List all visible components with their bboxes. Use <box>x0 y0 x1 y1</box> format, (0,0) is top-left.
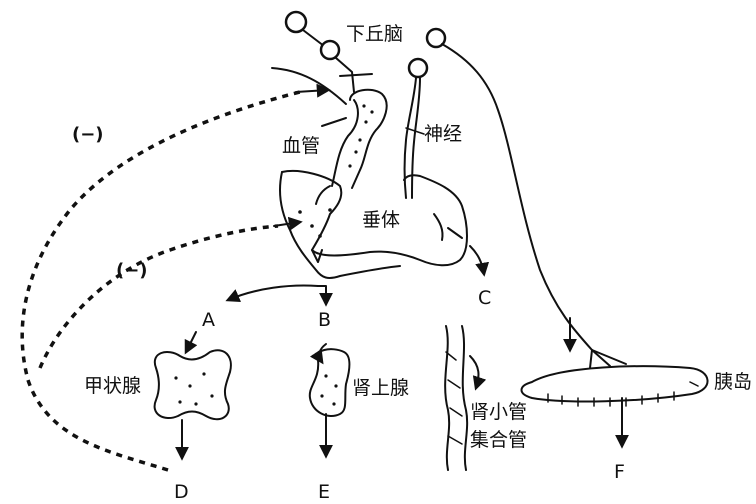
arrow-B-adrenal <box>319 344 326 362</box>
label-neg-feedback-1: (−) <box>72 124 104 145</box>
label-D: D <box>174 481 189 503</box>
adrenal-gland <box>310 349 350 416</box>
blood-vessel <box>322 90 387 188</box>
arrow-C <box>470 246 484 274</box>
label-blood-vessel: 血管 <box>282 135 320 157</box>
neuron-cell-2 <box>321 41 372 92</box>
label-pituitary: 垂体 <box>362 209 400 231</box>
label-A: A <box>202 309 215 331</box>
label-thyroid: 甲状腺 <box>84 375 141 397</box>
label-adrenal: 肾上腺 <box>352 377 409 399</box>
label-renal-tubule: 肾小管 <box>470 401 527 423</box>
label-nerve: 神经 <box>424 123 462 145</box>
label-F: F <box>614 461 625 483</box>
thyroid-gland <box>155 350 231 419</box>
arrow-to-B <box>318 286 326 304</box>
pancreatic-islet <box>522 366 708 406</box>
nerve-to-pancreas <box>442 44 592 350</box>
neuron-cell-4 <box>409 59 427 77</box>
label-E: E <box>318 481 330 503</box>
label-collecting-duct: 集合管 <box>470 429 527 451</box>
arrow-C-tubule <box>470 356 478 388</box>
label-neg-feedback-2: (−) <box>116 260 148 281</box>
nerve-fiber <box>405 78 425 198</box>
arrow-to-A <box>228 286 318 300</box>
neuron-cell-1 <box>286 12 324 46</box>
arrow-A-thyroid <box>186 332 196 352</box>
label-B: B <box>318 309 331 331</box>
axon-to-blood <box>272 68 346 104</box>
feedback-line-outer <box>22 92 300 470</box>
label-pancreatic-islet: 胰岛 <box>714 371 752 393</box>
label-C: C <box>478 287 491 309</box>
label-hypothalamus: 下丘脑 <box>346 23 403 45</box>
feedback-line-inner <box>40 226 278 368</box>
kidney-tubule <box>445 326 467 470</box>
